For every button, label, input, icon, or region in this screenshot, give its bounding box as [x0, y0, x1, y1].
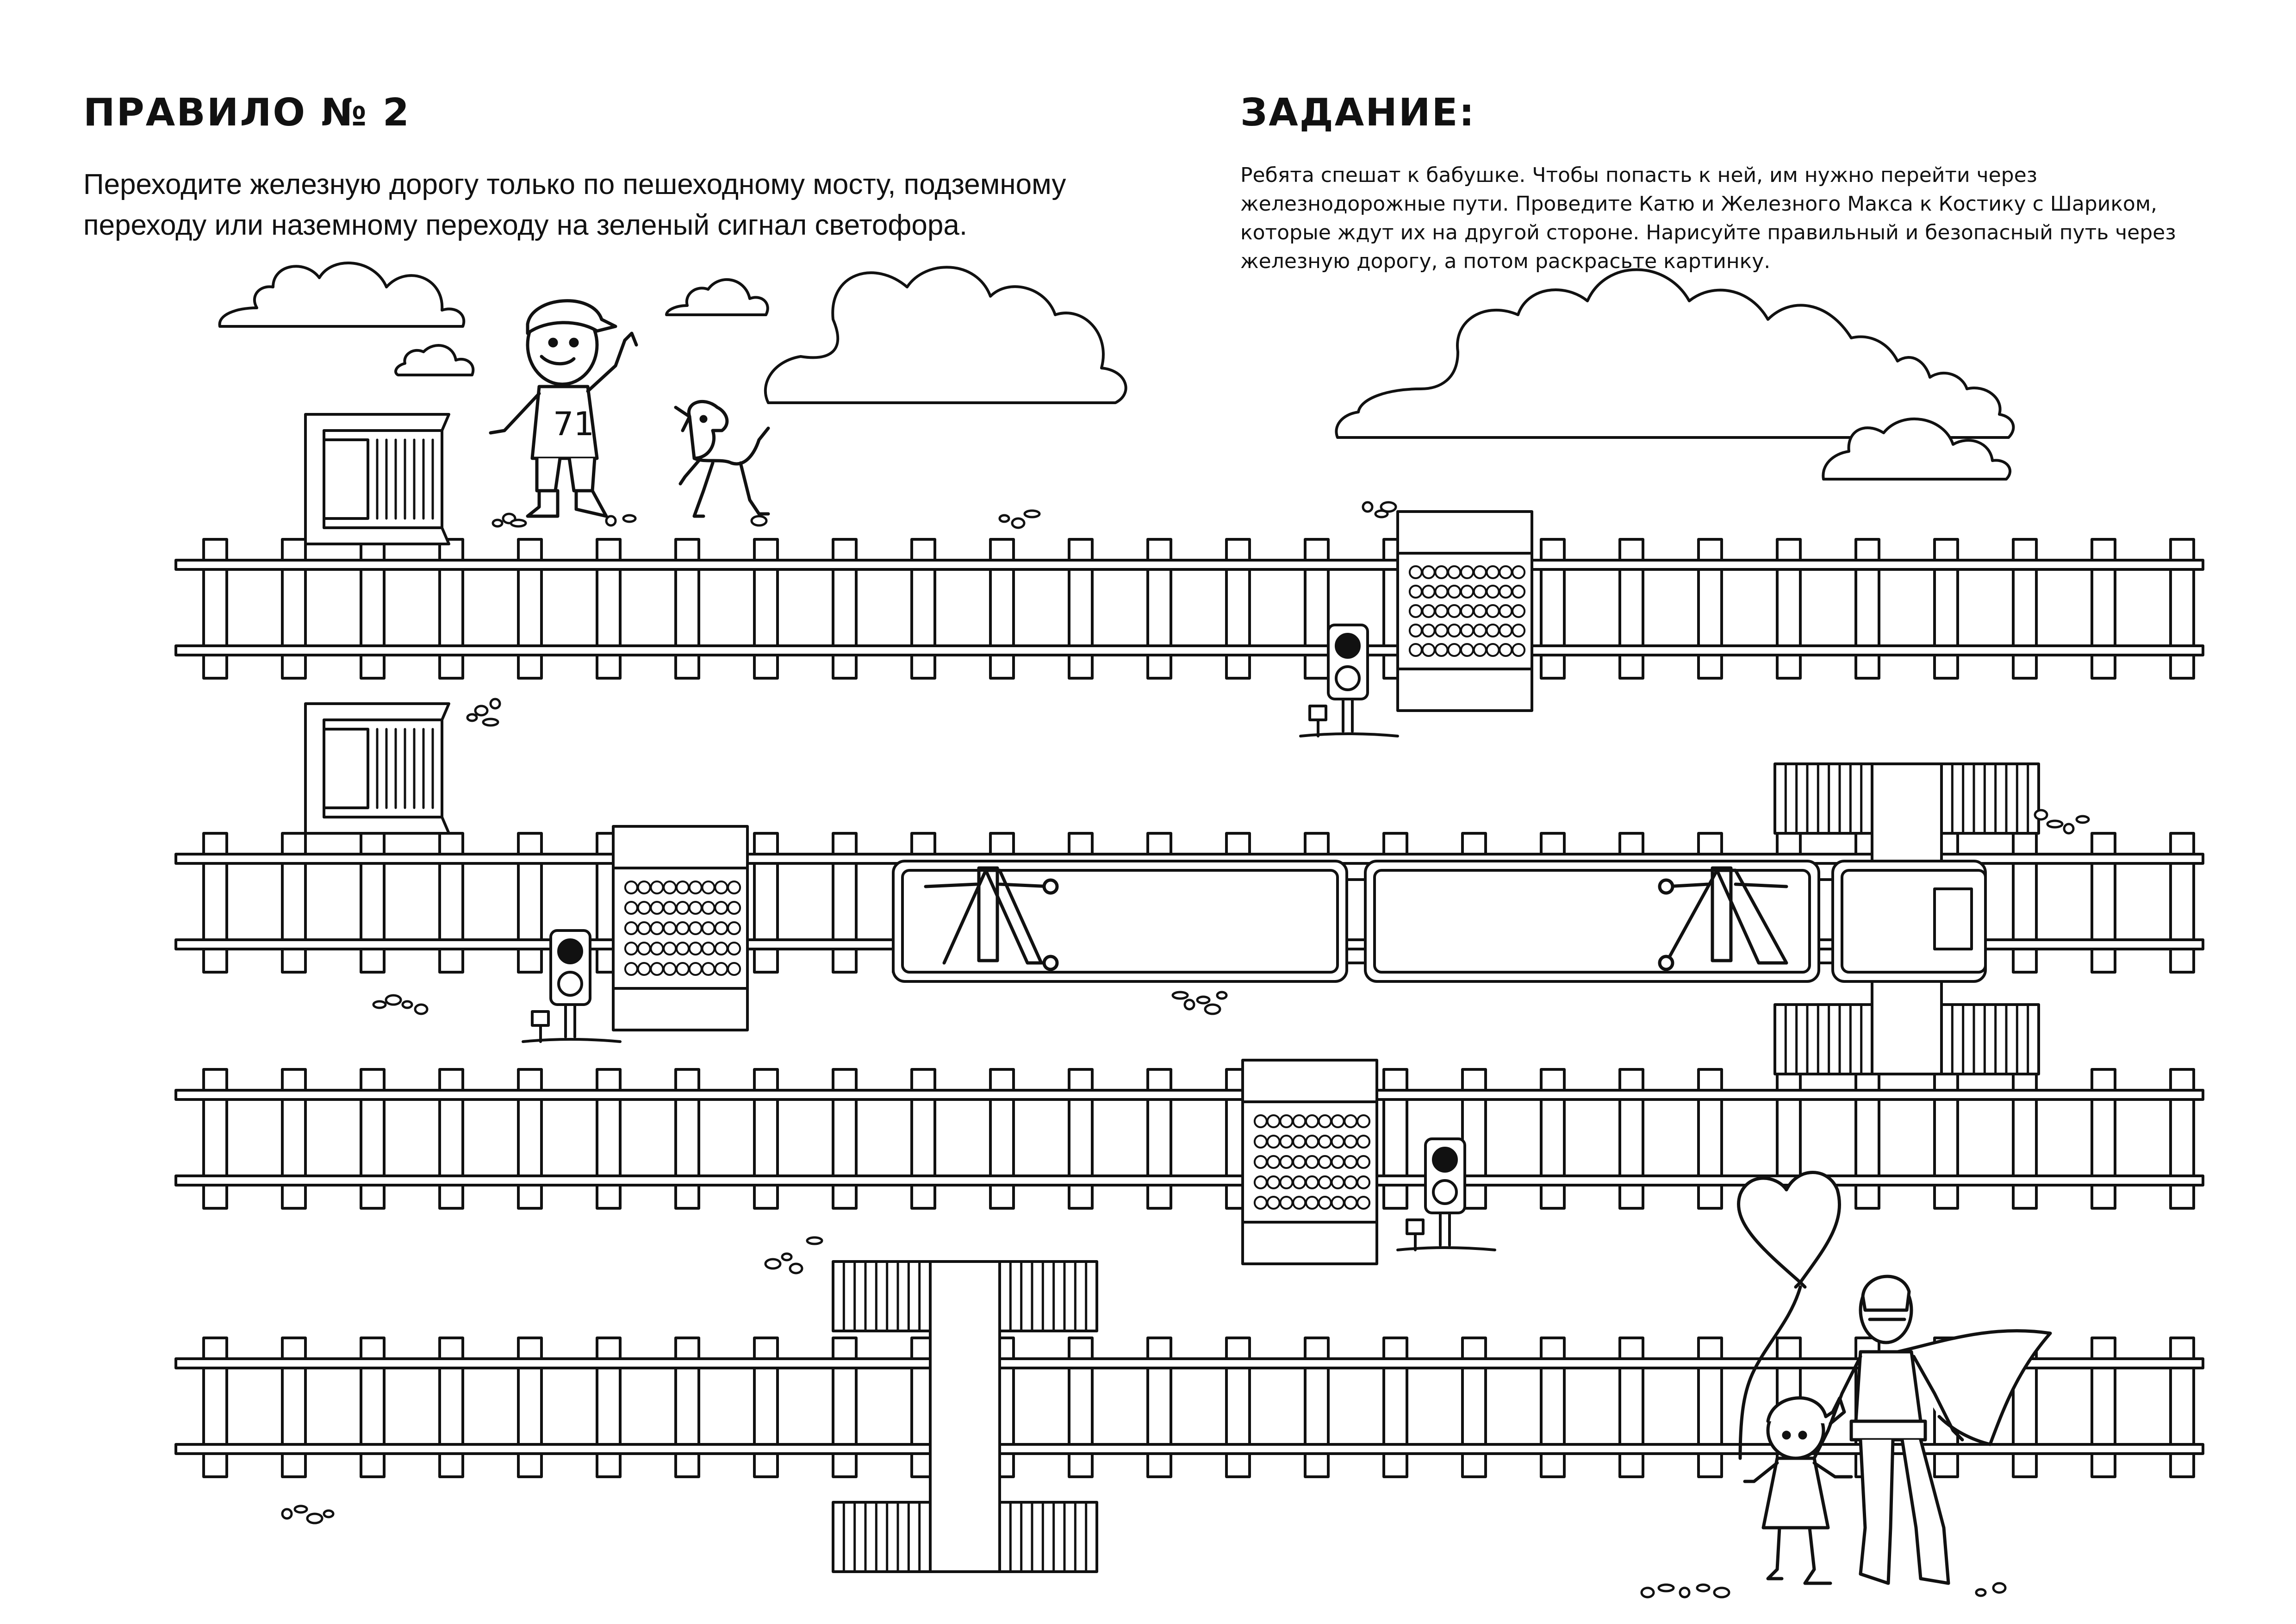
- girl-katya: [1743, 1396, 1853, 1585]
- pebble: [1374, 509, 1389, 518]
- heart-balloon-icon: [1737, 1171, 1841, 1460]
- pebble: [489, 698, 501, 710]
- rail: [174, 1357, 2204, 1369]
- ground-crossing-icon: [1396, 510, 1533, 712]
- railway-track: [174, 538, 2204, 680]
- cloud-icon: [218, 262, 466, 328]
- underpass-icon: [304, 702, 450, 835]
- traffic-light-icon: [1299, 624, 1399, 737]
- pebble: [2046, 819, 2064, 829]
- pebble: [1362, 501, 1374, 513]
- rail: [174, 1443, 2204, 1455]
- cloud-icon: [1335, 268, 2015, 439]
- pebble: [1380, 501, 1397, 513]
- task-text: Ребята спешат к бабушке. Чтобы попасть к…: [1240, 163, 2176, 273]
- rule-title: ПРАВИЛО № 2: [83, 91, 411, 135]
- pebble: [2075, 815, 2090, 824]
- rail: [174, 1089, 2204, 1101]
- cloud-icon: [764, 266, 1127, 404]
- pebble: [1196, 995, 1211, 1005]
- railway-track: [174, 1337, 2204, 1478]
- cloud-icon: [665, 278, 769, 316]
- traffic-light-icon: [1396, 1137, 1496, 1251]
- pebble: [1975, 1588, 1987, 1597]
- pebble: [1992, 1582, 2007, 1594]
- ground-crossing-icon: [1241, 1059, 1378, 1265]
- pedestrian-bridge-icon: [832, 1260, 1098, 1573]
- pebble: [385, 994, 402, 1006]
- pebble: [474, 705, 489, 717]
- pebble: [2063, 823, 2075, 835]
- pebble: [401, 1000, 413, 1009]
- cloud-icon: [394, 344, 475, 376]
- pebble: [1696, 1583, 1711, 1593]
- pebble: [750, 515, 768, 527]
- pebble: [306, 1512, 324, 1524]
- ground-crossings: [612, 510, 1533, 1265]
- pebble: [466, 713, 478, 722]
- pebble: [1216, 991, 1228, 1000]
- traffic-light-icon: [522, 929, 622, 1043]
- pebble: [1713, 1587, 1730, 1599]
- pebble: [1640, 1587, 1655, 1599]
- pebbles-icon: [281, 501, 2090, 1599]
- pebble: [323, 1509, 335, 1518]
- pebble: [414, 1003, 429, 1015]
- railway-tracks: [174, 538, 2204, 1478]
- pebble: [1011, 517, 1026, 529]
- pebble: [605, 515, 617, 527]
- pebble: [1183, 999, 1195, 1011]
- pebble: [482, 718, 499, 727]
- cloud-icon: [1822, 417, 2011, 481]
- dog-sharik: [674, 400, 770, 518]
- boy-kostik: 71: [489, 299, 638, 518]
- pebble: [1171, 991, 1189, 1000]
- iron-max: [1812, 1274, 2052, 1585]
- ground-crossing-icon: [612, 825, 749, 1031]
- pebble: [1204, 1003, 1221, 1015]
- rule-text: Переходите железную дорогу только по пеш…: [83, 169, 1066, 241]
- pebble: [281, 1508, 293, 1520]
- pebble: [764, 1258, 782, 1270]
- rail: [174, 644, 2204, 656]
- pebble: [492, 518, 504, 528]
- pebble: [1023, 509, 1041, 518]
- pebble: [2034, 809, 2048, 821]
- pebble: [372, 1000, 387, 1009]
- pebble: [998, 514, 1010, 523]
- underpass-icon: [304, 413, 450, 545]
- railway-track: [174, 1068, 2204, 1210]
- pebble: [1657, 1583, 1675, 1593]
- traffic-lights: [522, 624, 1496, 1251]
- train-icon: [892, 860, 1987, 983]
- pebble: [789, 1262, 803, 1274]
- pebble: [1679, 1587, 1691, 1599]
- pebble: [806, 1236, 823, 1245]
- pebble: [622, 514, 637, 523]
- svg-text:71: 71: [553, 405, 594, 443]
- pebble: [781, 1252, 793, 1262]
- rail: [174, 559, 2204, 571]
- pebble: [510, 518, 527, 528]
- task-title: ЗАДАНИЕ:: [1240, 91, 1476, 135]
- rail: [174, 1174, 2204, 1187]
- pebble: [293, 1505, 308, 1514]
